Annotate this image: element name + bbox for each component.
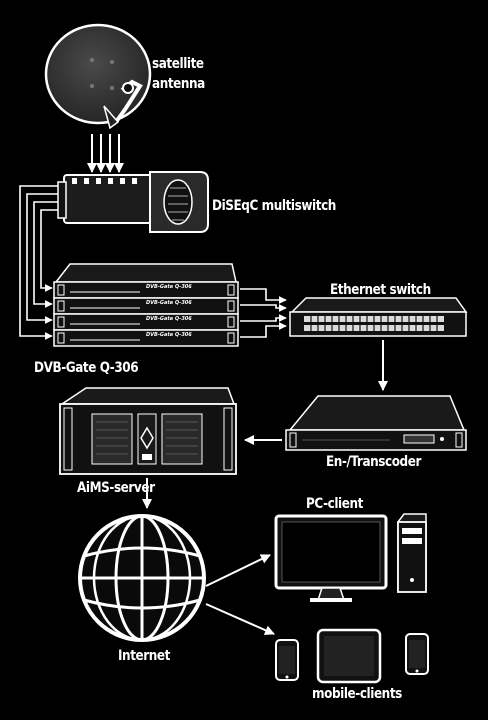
tablet-icon bbox=[316, 628, 382, 684]
internet-to-mobile-arrow bbox=[205, 603, 275, 635]
svg-text:DVB-Gate Q-306: DVB-Gate Q-306 bbox=[146, 332, 192, 338]
internet-globe-icon bbox=[78, 514, 206, 642]
smartphone-icon bbox=[275, 639, 299, 681]
svg-text:DVB-Gate Q-306: DVB-Gate Q-306 bbox=[146, 300, 192, 306]
multiswitch-icon bbox=[57, 171, 209, 233]
dvb-gate-stack: DVB-Gate Q-306 DVB-Gate Q-306 DVB-Gate Q… bbox=[53, 263, 239, 347]
transcoder-icon bbox=[285, 395, 467, 451]
pc-tower-icon bbox=[397, 513, 427, 593]
transcoder-label: En-/Transcoder bbox=[326, 454, 422, 470]
pc-client-label: PC-client bbox=[306, 496, 363, 512]
ethernet-switch-icon bbox=[289, 297, 468, 337]
dvb-gate-unit: DVB-Gate Q-306 bbox=[53, 329, 239, 347]
dvb-to-switch-cables bbox=[240, 288, 287, 338]
antenna-label: antenna bbox=[152, 76, 205, 92]
ethernet-switch-label: Ethernet switch bbox=[330, 282, 431, 298]
dvb-gate-unit: DVB-Gate Q-306 bbox=[53, 297, 239, 315]
aims-server-label: AiMS-server bbox=[77, 480, 155, 496]
svg-text:DVB-Gate Q-306: DVB-Gate Q-306 bbox=[146, 316, 192, 322]
phone-icon bbox=[405, 633, 429, 675]
svg-text:DVB-Gate Q-306: DVB-Gate Q-306 bbox=[146, 284, 192, 290]
dvb-gate-unit: DVB-Gate Q-306 bbox=[53, 263, 239, 299]
satellite-label: satellite bbox=[152, 56, 204, 72]
aims-server-icon bbox=[59, 387, 237, 475]
internet-to-pc-arrow bbox=[205, 554, 271, 587]
dvb-gate-label: DVB-Gate Q-306 bbox=[34, 360, 139, 376]
mobile-clients-label: mobile-clients bbox=[312, 686, 402, 702]
multiswitch-to-dvb-cables bbox=[19, 185, 58, 340]
antenna-to-multiswitch-arrows bbox=[87, 134, 124, 173]
multiswitch-label: DiSEqC multiswitch bbox=[212, 198, 336, 214]
internet-label: Internet bbox=[118, 648, 170, 664]
dvb-gate-unit: DVB-Gate Q-306 bbox=[53, 313, 239, 331]
satellite-dish-icon bbox=[44, 23, 152, 130]
pc-monitor-icon bbox=[274, 514, 388, 602]
